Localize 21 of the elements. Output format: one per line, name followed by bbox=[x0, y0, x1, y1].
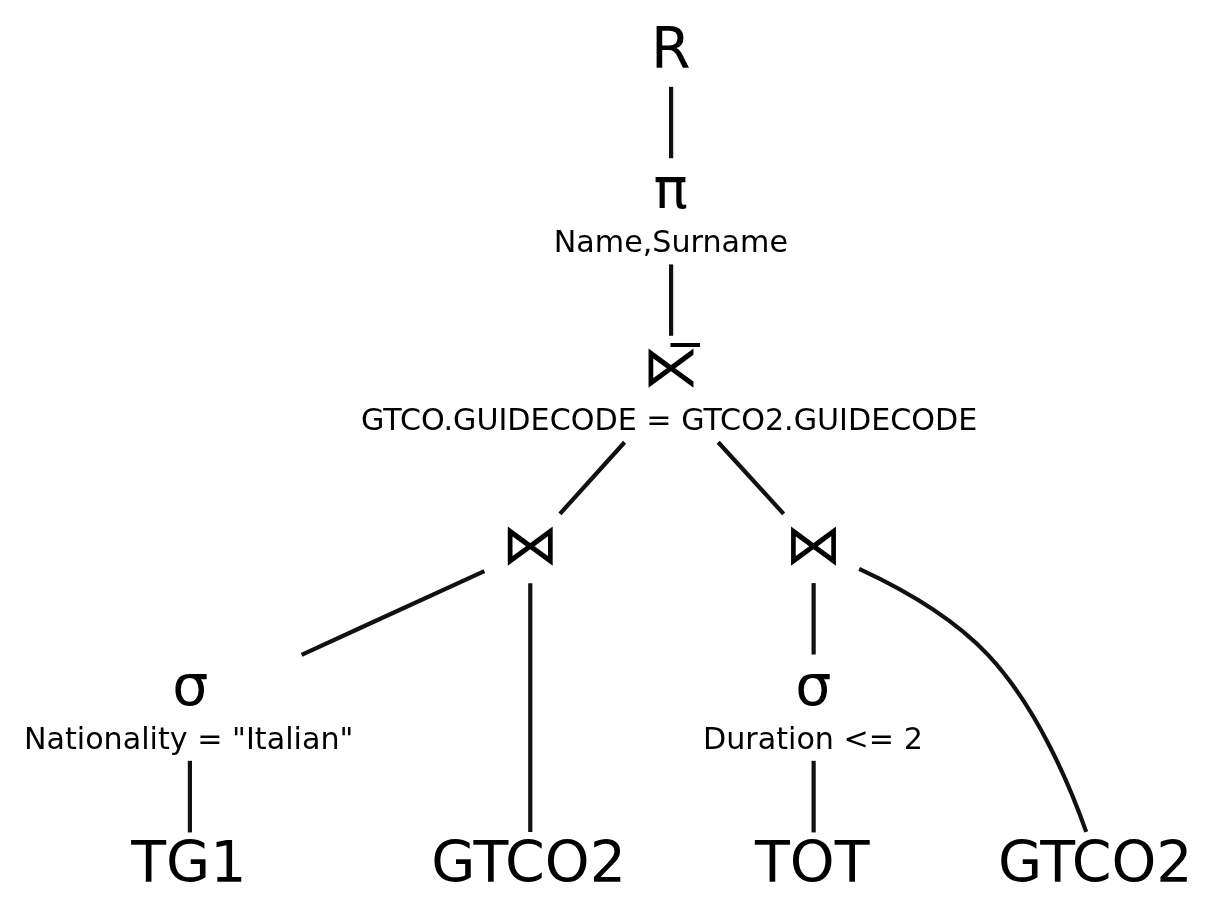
connector bbox=[528, 583, 533, 833]
connector bbox=[558, 440, 627, 516]
connector bbox=[669, 264, 674, 336]
node-text: ⋉̅ GTCO.GUIDECODE = GTCO2.GUIDECODE bbox=[360, 333, 978, 437]
node-text: σ Nationality = "Italian" bbox=[23, 651, 354, 756]
node-text: TOT bbox=[754, 829, 870, 896]
node-text: GTCO2 bbox=[998, 829, 1193, 896]
connector bbox=[300, 569, 486, 657]
connector bbox=[858, 566, 1089, 833]
node-text: TG1 bbox=[131, 829, 247, 896]
connector bbox=[669, 86, 674, 159]
connector bbox=[811, 583, 816, 655]
connector bbox=[811, 760, 816, 833]
node-text: σ Duration <= 2 bbox=[702, 651, 923, 756]
node-text: R bbox=[651, 14, 691, 81]
node-text: GTCO2 bbox=[431, 829, 626, 896]
connector bbox=[716, 440, 786, 516]
node-text: π Name,Surname bbox=[553, 155, 788, 260]
node-text: ⋈ bbox=[785, 510, 843, 577]
node-text: ⋈ bbox=[501, 510, 559, 577]
connector bbox=[187, 760, 192, 833]
